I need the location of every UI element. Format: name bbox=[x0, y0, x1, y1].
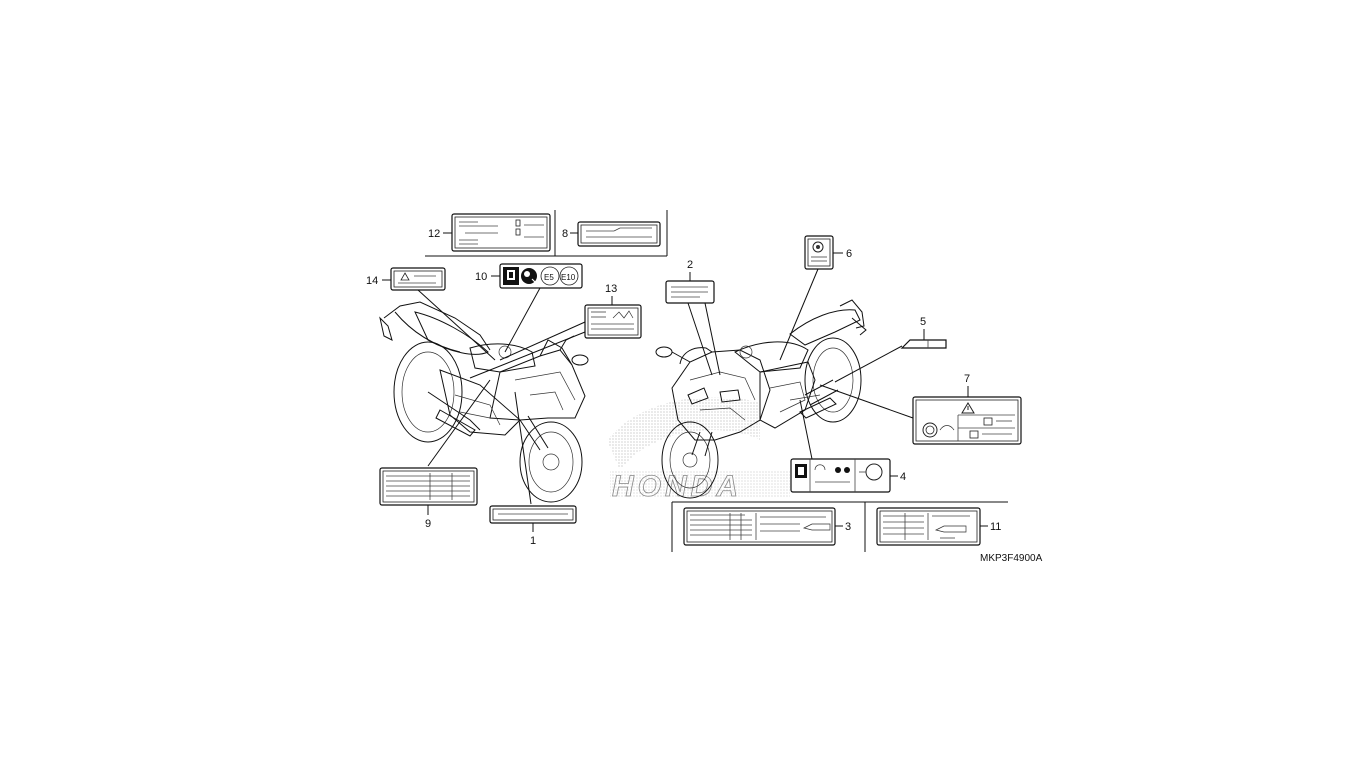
drawing-code: MKP3F4900A bbox=[980, 553, 1043, 564]
divider-bottom-right bbox=[671, 501, 1008, 552]
motorcycle-left-view bbox=[379, 301, 589, 503]
label-1 bbox=[489, 505, 577, 532]
label-6 bbox=[804, 235, 843, 270]
label-7 bbox=[912, 386, 1022, 445]
callout-9: 9 bbox=[425, 518, 431, 530]
label-5 bbox=[900, 329, 947, 349]
callout-3: 3 bbox=[845, 521, 851, 533]
callout-13: 13 bbox=[605, 283, 617, 295]
callout-12: 12 bbox=[428, 228, 440, 240]
label-8 bbox=[570, 221, 661, 247]
callout-10: 10 bbox=[475, 271, 487, 283]
leader-lines bbox=[417, 268, 914, 505]
fuel-label-e5: E5 bbox=[544, 273, 554, 282]
label-11 bbox=[876, 507, 988, 546]
fuel-label-e10: E10 bbox=[561, 273, 576, 282]
callout-8: 8 bbox=[562, 228, 568, 240]
callout-7: 7 bbox=[964, 373, 970, 385]
honda-watermark-text: HONDA bbox=[612, 470, 742, 503]
callout-5: 5 bbox=[920, 316, 926, 328]
motorcycle-right-view bbox=[655, 299, 867, 499]
callout-1: 1 bbox=[530, 535, 536, 547]
callout-4: 4 bbox=[900, 471, 906, 483]
callout-11: 11 bbox=[990, 521, 1001, 533]
label-13 bbox=[584, 296, 642, 339]
label-14 bbox=[382, 267, 446, 291]
label-9 bbox=[379, 467, 478, 515]
label-10 bbox=[491, 263, 583, 289]
callout-14: 14 bbox=[366, 275, 378, 287]
divider-top-left bbox=[425, 210, 668, 257]
label-4 bbox=[790, 458, 898, 493]
label-3 bbox=[683, 507, 843, 546]
label-12 bbox=[443, 213, 551, 252]
label-2 bbox=[665, 272, 715, 304]
callout-6: 6 bbox=[846, 248, 852, 260]
callout-2: 2 bbox=[687, 259, 693, 271]
